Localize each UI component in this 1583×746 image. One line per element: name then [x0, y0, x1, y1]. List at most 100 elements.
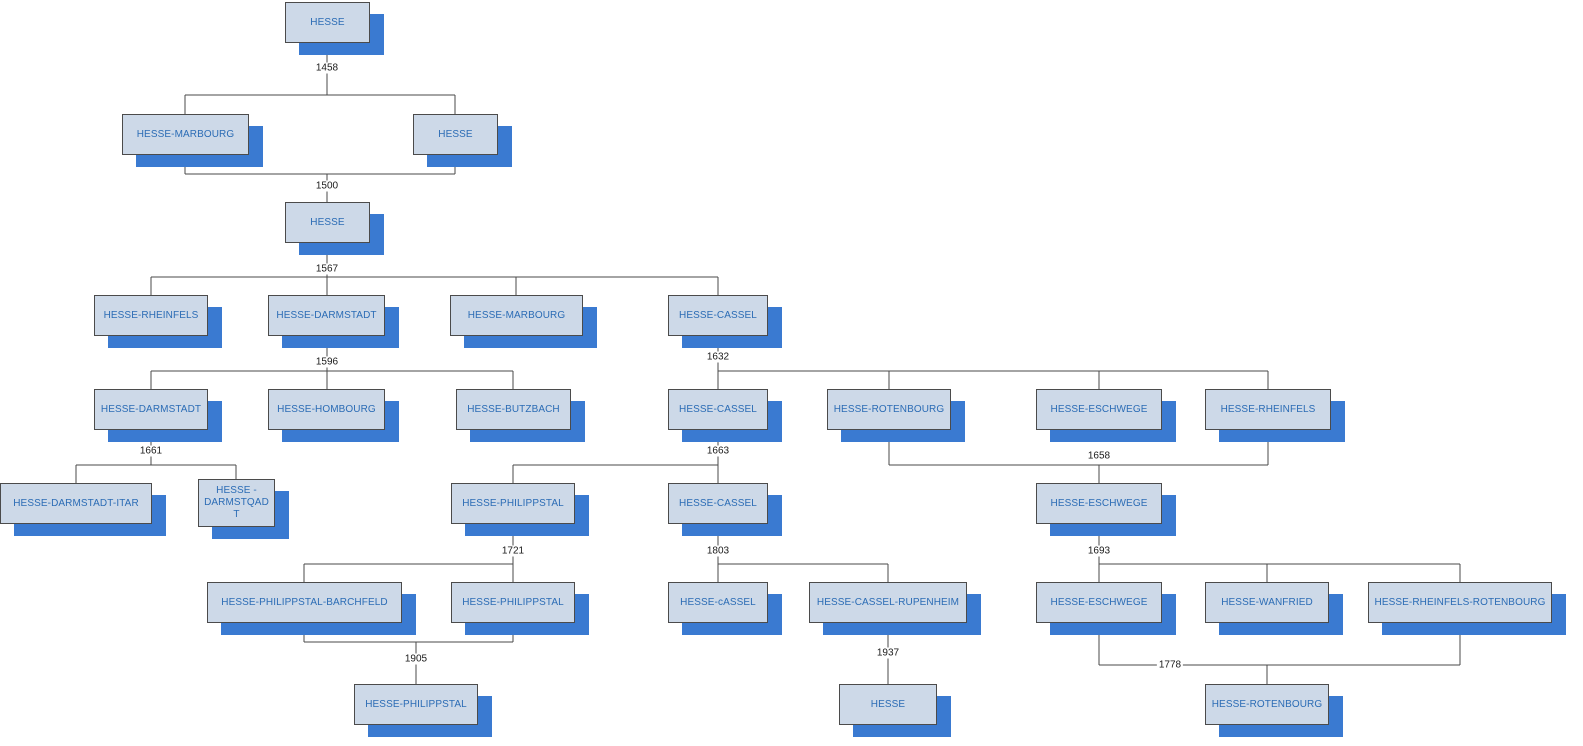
tree-node[interactable]: HESSE-DARMSTADT-ITAR: [0, 483, 166, 536]
edge-year-label: 1632: [704, 351, 732, 363]
tree-node[interactable]: HESSE - DARMSTQADT: [198, 479, 289, 539]
node-label: HESSE-DARMSTADT: [276, 309, 377, 321]
edge-year-label: 1458: [313, 62, 341, 74]
tree-node[interactable]: HESSE-cASSEL: [668, 582, 782, 635]
node-box[interactable]: HESSE: [413, 114, 498, 155]
tree-node[interactable]: HESSE-CASSEL: [668, 483, 782, 536]
node-box[interactable]: HESSE-ESCHWEGE: [1036, 483, 1162, 524]
tree-node[interactable]: HESSE-ESCHWEGE: [1036, 483, 1176, 536]
node-label: HESSE-CASSEL: [679, 309, 757, 321]
node-label: HESSE-cASSEL: [680, 596, 756, 608]
tree-node[interactable]: HESSE-RHEINFELS: [94, 295, 222, 348]
tree-node[interactable]: HESSE: [285, 202, 384, 255]
node-box[interactable]: HESSE-PHILIPPSTAL: [451, 582, 575, 623]
node-label: HESSE-CASSEL: [679, 497, 757, 509]
edge-year-label: 1500: [313, 180, 341, 192]
node-label: HESSE-PHILIPPSTAL-BARCHFELD: [221, 596, 388, 608]
node-label: HESSE - DARMSTQADT: [204, 485, 269, 520]
node-label: HESSE-ROTENBOURG: [833, 403, 945, 415]
node-box[interactable]: HESSE-CASSEL: [668, 295, 768, 336]
node-box[interactable]: HESSE: [285, 2, 370, 43]
edge-year-label: 1661: [137, 445, 165, 457]
node-box[interactable]: HESSE: [285, 202, 370, 243]
tree-node[interactable]: HESSE-CASSEL-RUPENHEIM: [809, 582, 981, 635]
node-box[interactable]: HESSE-PHILIPPSTAL: [354, 684, 478, 725]
node-label: HESSE-DARMSTADT-ITAR: [13, 497, 139, 509]
node-box[interactable]: HESSE-WANFRIED: [1205, 582, 1329, 623]
tree-node[interactable]: HESSE-MARBOURG: [122, 114, 263, 167]
node-box[interactable]: HESSE-ESCHWEGE: [1036, 389, 1162, 430]
tree-node[interactable]: HESSE-MARBOURG: [450, 295, 597, 348]
node-box[interactable]: HESSE-DARMSTADT-ITAR: [0, 483, 152, 524]
tree-node[interactable]: HESSE-ESCHWEGE: [1036, 389, 1176, 442]
node-label: HESSE: [438, 128, 473, 140]
node-label: HESSE-MARBOURG: [136, 128, 235, 140]
edge-year-label: 1905: [402, 653, 430, 665]
node-label: HESSE-MARBOURG: [467, 309, 566, 321]
edge-year-label: 1658: [1085, 450, 1113, 462]
node-box[interactable]: HESSE: [839, 684, 937, 725]
node-box[interactable]: HESSE-PHILIPPSTAL-BARCHFELD: [207, 582, 402, 623]
tree-node[interactable]: HESSE: [839, 684, 951, 737]
node-label: HESSE-PHILIPPSTAL: [365, 698, 467, 710]
tree-node[interactable]: HESSE-ROTENBOURG: [827, 389, 965, 442]
edge-year-label: 1596: [313, 356, 341, 368]
edge-year-label: 1721: [499, 545, 527, 557]
tree-node[interactable]: HESSE-HOMBOURG: [268, 389, 399, 442]
node-box[interactable]: HESSE-CASSEL: [668, 389, 768, 430]
node-box[interactable]: HESSE-ESCHWEGE: [1036, 582, 1162, 623]
tree-node[interactable]: HESSE-RHEINFELS: [1205, 389, 1345, 442]
tree-node[interactable]: HESSE-ESCHWEGE: [1036, 582, 1176, 635]
node-box[interactable]: HESSE-DARMSTADT: [94, 389, 208, 430]
edge-year-label: 1567: [313, 263, 341, 275]
tree-node[interactable]: HESSE-ROTENBOURG: [1205, 684, 1343, 737]
node-box[interactable]: HESSE-DARMSTADT: [268, 295, 385, 336]
node-box[interactable]: HESSE-MARBOURG: [122, 114, 249, 155]
node-label: HESSE: [870, 698, 906, 710]
node-label: HESSE-ROTENBOURG: [1211, 698, 1323, 710]
tree-node[interactable]: HESSE-PHILIPPSTAL: [451, 483, 589, 536]
node-label: HESSE-RHEINFELS-ROTENBOURG: [1374, 596, 1546, 608]
tree-node[interactable]: HESSE-CASSEL: [668, 295, 782, 348]
node-box[interactable]: HESSE-CASSEL-RUPENHEIM: [809, 582, 967, 623]
node-label: HESSE-CASSEL-RUPENHEIM: [816, 596, 960, 608]
node-label: HESSE-HOMBOURG: [277, 403, 376, 415]
edge-year-label: 1663: [704, 445, 732, 457]
node-label: HESSE-DARMSTADT: [100, 403, 202, 415]
node-label: HESSE-ESCHWEGE: [1050, 596, 1148, 608]
node-label: HESSE-CASSEL: [679, 403, 757, 415]
tree-node[interactable]: HESSE-PHILIPPSTAL: [354, 684, 492, 737]
node-label: HESSE-ESCHWEGE: [1050, 497, 1148, 509]
node-box[interactable]: HESSE-PHILIPPSTAL: [451, 483, 575, 524]
node-box[interactable]: HESSE-RHEINFELS: [94, 295, 208, 336]
tree-node[interactable]: HESSE-CASSEL: [668, 389, 782, 442]
node-label: HESSE-PHILIPPSTAL: [462, 596, 564, 608]
edge-year-label: 1778: [1156, 659, 1184, 671]
node-label: HESSE-RHEINFELS: [103, 309, 199, 321]
node-box[interactable]: HESSE-BUTZBACH: [456, 389, 571, 430]
node-box[interactable]: HESSE-cASSEL: [668, 582, 768, 623]
tree-node[interactable]: HESSE-WANFRIED: [1205, 582, 1343, 635]
tree-node[interactable]: HESSE-RHEINFELS-ROTENBOURG: [1368, 582, 1566, 635]
node-box[interactable]: HESSE - DARMSTQADT: [198, 479, 275, 527]
node-box[interactable]: HESSE-RHEINFELS: [1205, 389, 1331, 430]
node-label: HESSE-BUTZBACH: [467, 403, 560, 415]
node-label: HESSE: [310, 216, 345, 228]
tree-node[interactable]: HESSE-PHILIPPSTAL: [451, 582, 589, 635]
tree-node[interactable]: HESSE-PHILIPPSTAL-BARCHFELD: [207, 582, 416, 635]
tree-node[interactable]: HESSE-DARMSTADT: [268, 295, 399, 348]
tree-node[interactable]: HESSE-DARMSTADT: [94, 389, 222, 442]
tree-node[interactable]: HESSE-BUTZBACH: [456, 389, 585, 442]
node-box[interactable]: HESSE-HOMBOURG: [268, 389, 385, 430]
node-box[interactable]: HESSE-MARBOURG: [450, 295, 583, 336]
node-box[interactable]: HESSE-ROTENBOURG: [827, 389, 951, 430]
node-label: HESSE-PHILIPPSTAL: [462, 497, 564, 509]
node-box[interactable]: HESSE-CASSEL: [668, 483, 768, 524]
tree-node[interactable]: HESSE: [285, 2, 384, 55]
node-label: HESSE-WANFRIED: [1221, 596, 1313, 608]
node-box[interactable]: HESSE-ROTENBOURG: [1205, 684, 1329, 725]
node-box[interactable]: HESSE-RHEINFELS-ROTENBOURG: [1368, 582, 1552, 623]
tree-node[interactable]: HESSE: [413, 114, 512, 167]
